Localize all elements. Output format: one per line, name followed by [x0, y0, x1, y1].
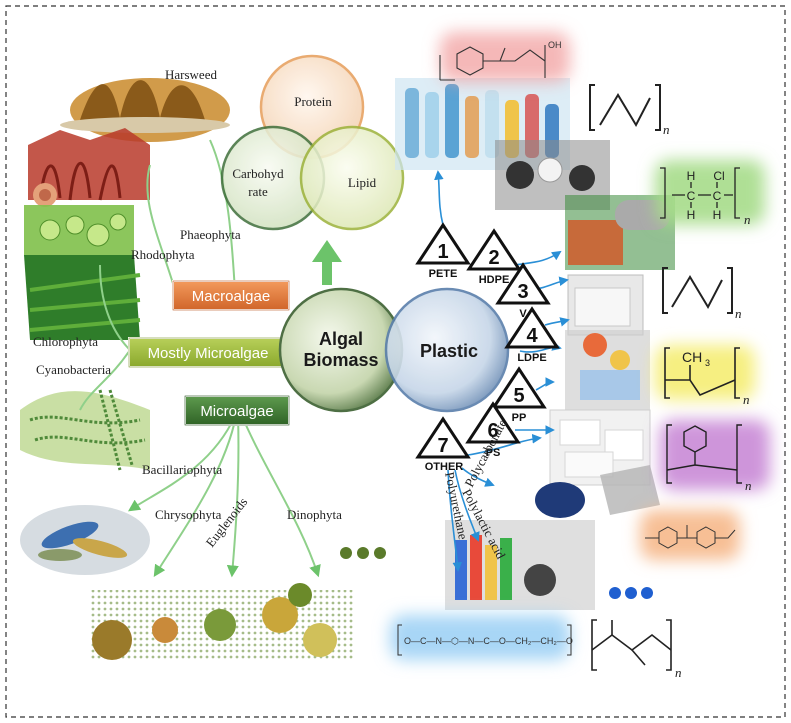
venn-protein-label: Protein — [294, 94, 332, 109]
red-algae-photo — [28, 128, 150, 207]
code-4-name: LDPE — [517, 352, 546, 364]
label-euglenoids: Euglenoids — [203, 495, 251, 550]
hdpe-pipes-photo — [495, 140, 610, 210]
pvc-n: n — [744, 212, 751, 227]
formula-glows — [390, 32, 770, 660]
pc-formula — [645, 525, 736, 549]
code-1-pete: 1 PETE — [415, 222, 471, 280]
code-2-name: HDPE — [479, 274, 510, 286]
pla-n: n — [675, 665, 682, 680]
ps-n: n — [745, 478, 752, 493]
venn-carbohydrate-label-2: rate — [248, 184, 268, 199]
code-6-number: 6 — [487, 420, 498, 442]
outer-frame — [5, 5, 786, 718]
pet-formula: OH — [439, 40, 562, 81]
macroalgae-label: Macroalgae — [192, 288, 270, 305]
macro-photo-label: Harsweed — [165, 67, 217, 82]
pu-chain: O—C—N—⬡—N—C—O—CH₂—CH₂—O — [404, 636, 573, 646]
plastic-circle — [384, 287, 510, 413]
label-phaeophyta: Phaeophyta — [180, 227, 241, 242]
pu-formula: O—C—N—⬡—N—C—O—CH₂—CH₂—O — [397, 624, 573, 656]
diatom-photo — [20, 505, 150, 575]
ldpe-n: n — [735, 306, 742, 321]
pvc-h-bottom-right: H — [713, 208, 722, 222]
label-rhodophyta: Rhodophyta — [131, 247, 195, 262]
algae-photos: Harsweed — [20, 67, 386, 660]
pp-ch3-subscript: 3 — [705, 358, 710, 368]
venn-lipid-circle — [299, 125, 405, 231]
venn-lipid-label: Lipid — [348, 175, 377, 190]
pvc-c-right: C — [713, 189, 722, 203]
code-2-hdpe: 2 HDPE — [466, 228, 522, 286]
code-2-number: 2 — [488, 247, 499, 269]
algal-label: Algal — [319, 329, 363, 349]
ellipsis-dots-green — [340, 547, 386, 559]
code-5-number: 5 — [513, 385, 524, 407]
green-algae-photo — [24, 205, 141, 340]
code-3-name: V — [519, 308, 527, 320]
code-1-name: PETE — [429, 268, 458, 280]
venn-diagram: Protein Carbohyd rate Lipid — [220, 54, 405, 231]
code-6-name: PS — [486, 447, 501, 459]
venn-carbohydrate-label-1: Carbohyd — [232, 166, 284, 181]
label-cyanobacteria: Cyanobacteria — [36, 362, 111, 377]
microalgae-mix-photo — [90, 583, 355, 660]
pvc-c-left: C — [687, 189, 696, 203]
ldpe-formula: n — [662, 267, 742, 321]
pp-n: n — [743, 392, 750, 407]
code-5-name: PP — [512, 412, 527, 424]
hdpe-n: n — [663, 122, 670, 137]
macroalgae-photo: Harsweed — [60, 67, 230, 142]
code-5-pp: 5 PP — [491, 366, 547, 424]
code-3-v: 3 V — [495, 262, 551, 320]
label-chlorophyta: Chlorophyta — [33, 334, 98, 349]
code-7-name: OTHER — [425, 461, 464, 473]
up-arrow — [312, 240, 342, 285]
pvc-h-bottom-left: H — [687, 208, 696, 222]
mostly-microalgae-label: Mostly Microalgae — [148, 345, 269, 362]
pvc-formula: H Cl C C H H n — [660, 167, 751, 227]
macroalgae-box: Macroalgae — [172, 280, 290, 311]
microalgae-box: Microalgae — [184, 395, 290, 426]
mostly-microalgae-box: Mostly Microalgae — [128, 337, 288, 368]
pvc-h-top-left: H — [687, 169, 696, 183]
code-1-number: 1 — [437, 241, 448, 263]
plastic-label: Plastic — [420, 341, 478, 361]
label-bacillariophyta: Bacillariophyta — [142, 462, 222, 477]
ellipsis-dots-blue — [609, 587, 653, 599]
recycle-codes: 1 PETE 2 HDPE 3 V 4 LDPE 5 PP 6 PS — [415, 222, 560, 473]
pla-formula: n — [591, 619, 682, 680]
pvc-cl: Cl — [713, 169, 724, 183]
pp-items-photo — [565, 330, 650, 410]
ldpe-bags-photo — [567, 274, 644, 336]
pp-ch3-label: CH — [682, 349, 702, 365]
code-6-ps: 6 PS — [465, 401, 521, 459]
center-circles: Algal Biomass Plastic — [278, 287, 510, 413]
label-dinophyta: Dinophyta — [287, 507, 342, 522]
code-3-number: 3 — [517, 281, 528, 303]
code-7-number: 7 — [437, 435, 448, 457]
code-4-ldpe: 4 LDPE — [504, 306, 560, 364]
code-7-other: 7 OTHER — [415, 416, 471, 473]
label-chrysophyta: Chrysophyta — [155, 507, 222, 522]
pet-oh-label: OH — [548, 40, 562, 50]
other-items-photo — [445, 465, 660, 610]
cyanobacteria-photo — [20, 389, 150, 471]
hdpe-formula: n — [589, 84, 670, 137]
ps-formula: n — [666, 424, 752, 493]
algae-connectors — [79, 139, 321, 578]
biomass-label: Biomass — [303, 350, 378, 370]
pp-formula: CH 3 n — [664, 347, 750, 407]
code-4-number: 4 — [526, 325, 538, 347]
microalgae-label: Microalgae — [200, 403, 273, 420]
